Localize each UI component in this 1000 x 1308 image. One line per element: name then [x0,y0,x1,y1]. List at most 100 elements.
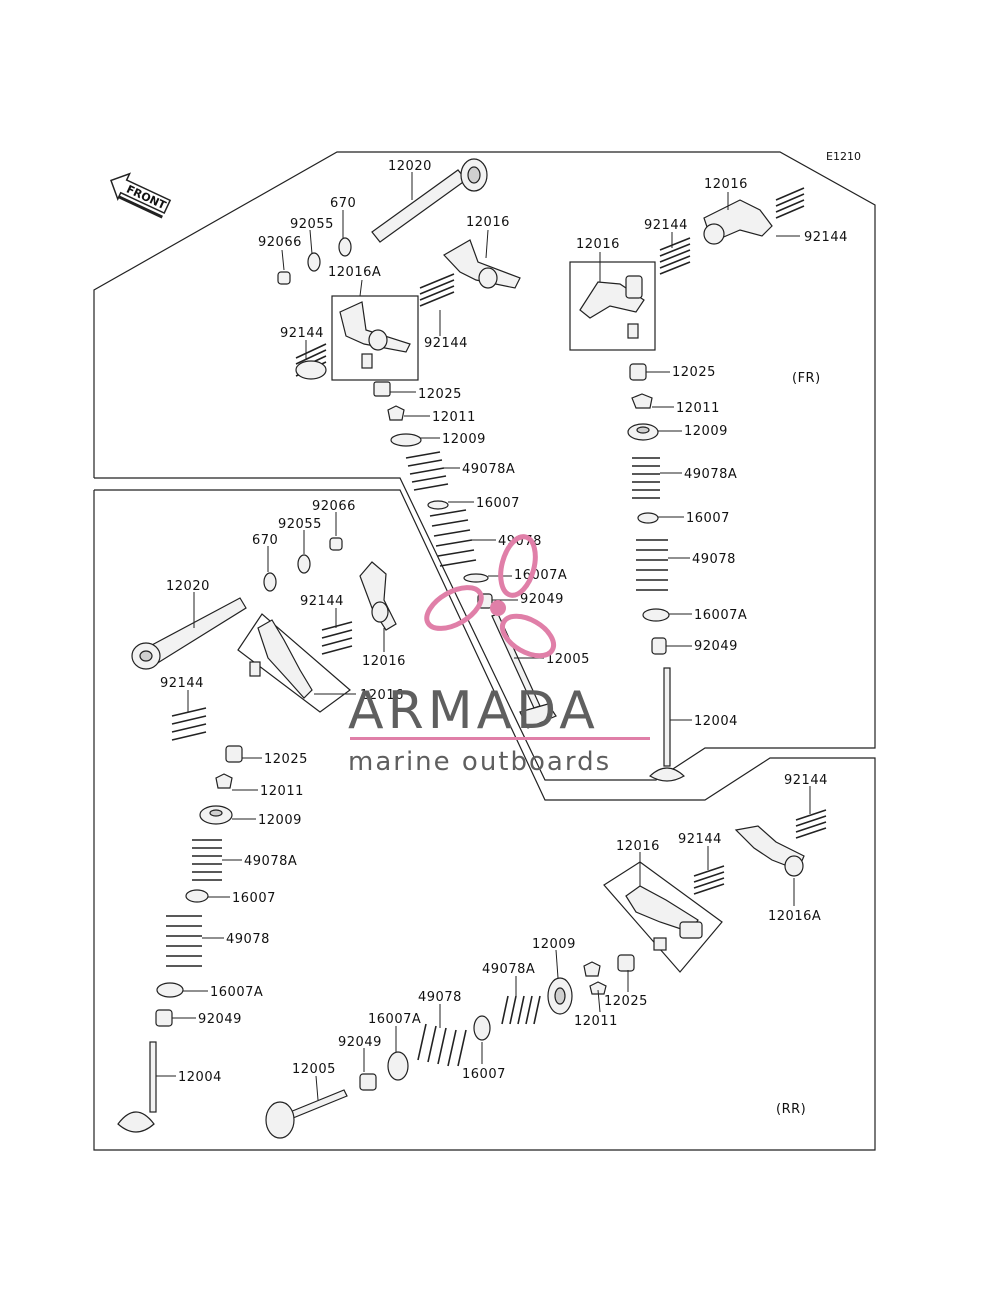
label-92049-low: 92049 [198,1012,242,1027]
label-49078A-right: 49078A [684,467,737,482]
part-oring-670-low [263,572,277,592]
label-92066-top: 92066 [258,235,302,250]
label-92144-right-b: 92144 [804,230,848,245]
part-rocker-arm-12016-rr-box [625,885,703,951]
part-oring-92055-low [297,554,311,574]
label-12011-top: 12011 [432,410,476,425]
label-12025-low: 12025 [264,752,308,767]
part-retainer-12009-top [390,433,422,447]
label-92066-low: 92066 [312,499,356,514]
part-spring-49078-right [636,539,668,591]
label-16007-low: 16007 [232,891,276,906]
part-cotter-12011-top [387,405,405,421]
part-valve-guide-12025-low [225,745,243,763]
section-outlines [93,151,876,1151]
part-spring-49078A-low [192,839,222,881]
diagram-code: E1210 [826,150,861,163]
part-rocker-arm-12016-top [443,239,521,289]
part-seat-16007-low [185,889,209,903]
label-49078-rr: 49078 [418,990,462,1005]
label-12016-top-mid: 12016 [466,215,510,230]
leader-lines [156,172,811,1101]
part-spring-49078-rr [417,1023,467,1067]
part-seat-16007-rr [473,1015,491,1041]
section-tag-fr: (FR) [792,371,821,386]
armada-watermark: ARMADA marine outboards [348,534,650,777]
label-12011-right: 12011 [676,401,720,416]
label-12016-low-a: 12016 [362,654,406,669]
label-49078A-top: 49078A [462,462,515,477]
part-valve-guide-12025-rr [617,954,635,972]
part-oring-92055-top [307,252,321,272]
part-seal-92049-rr [359,1073,377,1091]
part-spring-92144-top-left [295,343,327,380]
section-tag-rr: (RR) [776,1102,806,1117]
part-rocker-shaft-top [371,158,488,243]
part-spring-49078A-rr [501,995,541,1025]
part-seat-16007A-right [642,608,670,622]
label-92049-rr: 92049 [338,1035,382,1050]
part-plug-92066-top [277,271,291,285]
watermark-tagline: marine outboards [348,747,611,777]
part-spring-92144-top-mid [419,273,455,307]
label-92049-top: 92049 [520,592,564,607]
label-12016-right-box: 12016 [576,237,620,252]
label-92144-top-left: 92144 [280,326,324,341]
label-12004-low: 12004 [178,1070,222,1085]
part-spring-49078A-right [632,457,660,499]
part-rocker-arm-12016-right-box [579,275,645,339]
label-12016-low-b: 12016 [360,688,404,703]
part-spring-92144-rr-a [795,809,827,839]
part-spring-92144-right-b [659,237,691,275]
part-cotter-12011-low [215,773,233,789]
label-12016-rr: 12016 [616,839,660,854]
part-cotter-12011-rr [583,961,607,995]
label-92144-rr-b: 92144 [678,832,722,847]
label-12009-low: 12009 [258,813,302,828]
label-12009-top: 12009 [442,432,486,447]
part-spring-92144-low-b [171,707,207,741]
label-49078A-low: 49078A [244,854,297,869]
part-retainer-12009-right [627,423,659,441]
label-92144-right-a: 92144 [644,218,688,233]
label-12004-right: 12004 [694,714,738,729]
part-valve-guide-12025-top [373,381,391,397]
part-rocker-arm-12016-low-b [249,619,313,699]
part-rocker-arm-12016-low-a [359,561,397,631]
part-retainer-12009-rr [547,977,573,1015]
part-spring-92144-rr-b [693,865,725,895]
part-seat-16007A-top [463,573,489,583]
watermark-brand: ARMADA [348,681,599,741]
label-16007A-rr: 16007A [368,1012,421,1027]
part-valve-guide-12025-right [629,363,647,381]
label-92144-rr-a: 92144 [784,773,828,788]
label-12025-right: 12025 [672,365,716,380]
label-16007A-right: 16007A [694,608,747,623]
part-spring-49078A-top [405,451,449,491]
part-valve-12004-right [649,667,685,782]
part-cotter-12011-right [631,393,653,409]
label-16007-top: 16007 [476,496,520,511]
front-arrow-icon: FRONT [110,172,172,219]
part-spring-92144-low-a [321,621,353,655]
part-spring-49078-top [429,509,477,567]
propeller-logo-icon [424,534,557,659]
label-92055-top: 92055 [290,217,334,232]
part-valve-12004-low [117,1041,157,1133]
part-rocker-arm-12016-right-top [703,199,773,245]
part-spring-92144-right-a [775,187,805,219]
part-seal-92049-right [651,637,667,655]
part-plug-92066-low [329,537,343,551]
part-rocker-arm-12016A-rr [734,825,805,877]
label-16007A-top: 16007A [514,568,567,583]
label-12016A-rr: 12016A [768,909,821,924]
label-49078-low: 49078 [226,932,270,947]
part-seat-16007-top [427,500,449,510]
label-12016-right-top: 12016 [704,177,748,192]
label-12005-top: 12005 [546,652,590,667]
part-seat-16007A-low [156,982,184,998]
label-670-top: 670 [330,196,356,211]
label-12020-top: 12020 [388,159,432,174]
part-oring-670-top [338,237,352,257]
